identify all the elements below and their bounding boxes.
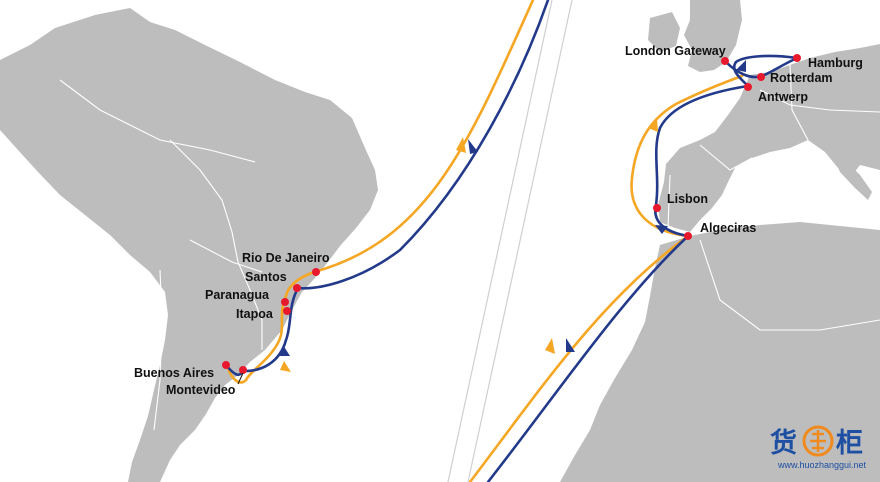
south-america-panel (0, 8, 378, 482)
continental-europe-landmass (658, 44, 880, 232)
italy-landmass (830, 150, 872, 200)
label-paranagua: Paranagua (205, 288, 270, 302)
label-antwerp: Antwerp (758, 90, 808, 104)
arrow-outbound-atlantic-south (456, 137, 466, 153)
country-border (759, 89, 880, 113)
arrow-outbound-brazil-coast (280, 361, 291, 372)
country-border (189, 239, 263, 273)
port-marker-antwerp[interactable] (744, 83, 752, 91)
route-line-iberia-coast (630, 74, 744, 238)
africa-landmass (560, 222, 880, 482)
watermark-url: www.huozhanggui.net (777, 460, 867, 470)
europe-africa-panel (560, 0, 880, 482)
port-marker-santos[interactable] (293, 284, 301, 292)
label-itapoa: Itapoa (236, 307, 274, 321)
label-algeciras: Algeciras (700, 221, 756, 235)
watermark: 货 柜 www.huozhanggui.net (770, 425, 867, 470)
route-line-iberia-return (653, 84, 750, 238)
route-line-brazil-coast (244, 294, 288, 382)
label-buenos-aires: Buenos Aires (134, 366, 214, 380)
port-marker-lisbon[interactable] (653, 204, 661, 212)
route-line-brazil-coast-return (240, 286, 300, 373)
route-line-atlantic-south (486, 234, 690, 482)
country-border (789, 64, 809, 141)
route-arrows (280, 60, 746, 372)
arrow-return-iberia (655, 225, 668, 234)
route-line-plate-loop (226, 366, 248, 384)
port-marker-itapoa[interactable] (283, 307, 291, 315)
port-markers (222, 54, 801, 374)
label-rio-de-janeiro: Rio De Janeiro (242, 251, 330, 265)
label-hamburg: Hamburg (808, 56, 863, 70)
country-border (119, 119, 256, 163)
south-america-landmass (0, 8, 378, 482)
uk-landmass (684, 0, 742, 72)
route-outbound (226, 0, 744, 482)
arrow-outbound-atlantic-north (545, 338, 555, 354)
arrow-return-channel (736, 60, 746, 72)
route-line-southbound-segment (284, 0, 535, 298)
huozhanggui-logo-icon (802, 425, 834, 457)
country-border (59, 79, 121, 121)
label-montevideo: Montevideo (166, 383, 236, 397)
label-santos: Santos (245, 270, 287, 284)
ireland-landmass (648, 12, 680, 52)
label-london-gateway: London Gateway (625, 44, 726, 58)
country-border (699, 239, 880, 331)
port-marker-hamburg[interactable] (793, 54, 801, 62)
route-line-northbound-segment (296, 0, 550, 290)
arrow-outbound-biscay (648, 118, 658, 132)
country-border (667, 174, 671, 229)
port-marker-london-gateway[interactable] (721, 57, 729, 65)
label-lisbon: Lisbon (667, 192, 708, 206)
country-border (153, 269, 163, 431)
port-marker-rotterdam[interactable] (757, 73, 765, 81)
watermark-brand-left: 货 (770, 427, 797, 459)
montevideo-leader-line (237, 372, 244, 385)
port-marker-rio-de-janeiro[interactable] (312, 268, 320, 276)
label-rotterdam: Rotterdam (770, 71, 833, 85)
port-marker-buenos-aires[interactable] (222, 361, 230, 369)
country-border (699, 144, 753, 171)
port-marker-montevideo[interactable] (239, 366, 247, 374)
arrow-return-atlantic-north (566, 338, 575, 352)
panel-divider (447, 0, 573, 482)
route-line-north-sea-loop (732, 54, 799, 88)
arrow-return-atlantic-south (468, 139, 478, 154)
watermark-brand-right: 柜 (836, 428, 863, 459)
country-border (169, 139, 263, 350)
port-marker-paranagua[interactable] (281, 298, 289, 306)
arrow-return-brazil-coast (280, 345, 290, 356)
port-marker-algeciras[interactable] (684, 232, 692, 240)
port-labels: Rio De Janeiro Santos Paranagua Itapoa B… (134, 44, 863, 397)
